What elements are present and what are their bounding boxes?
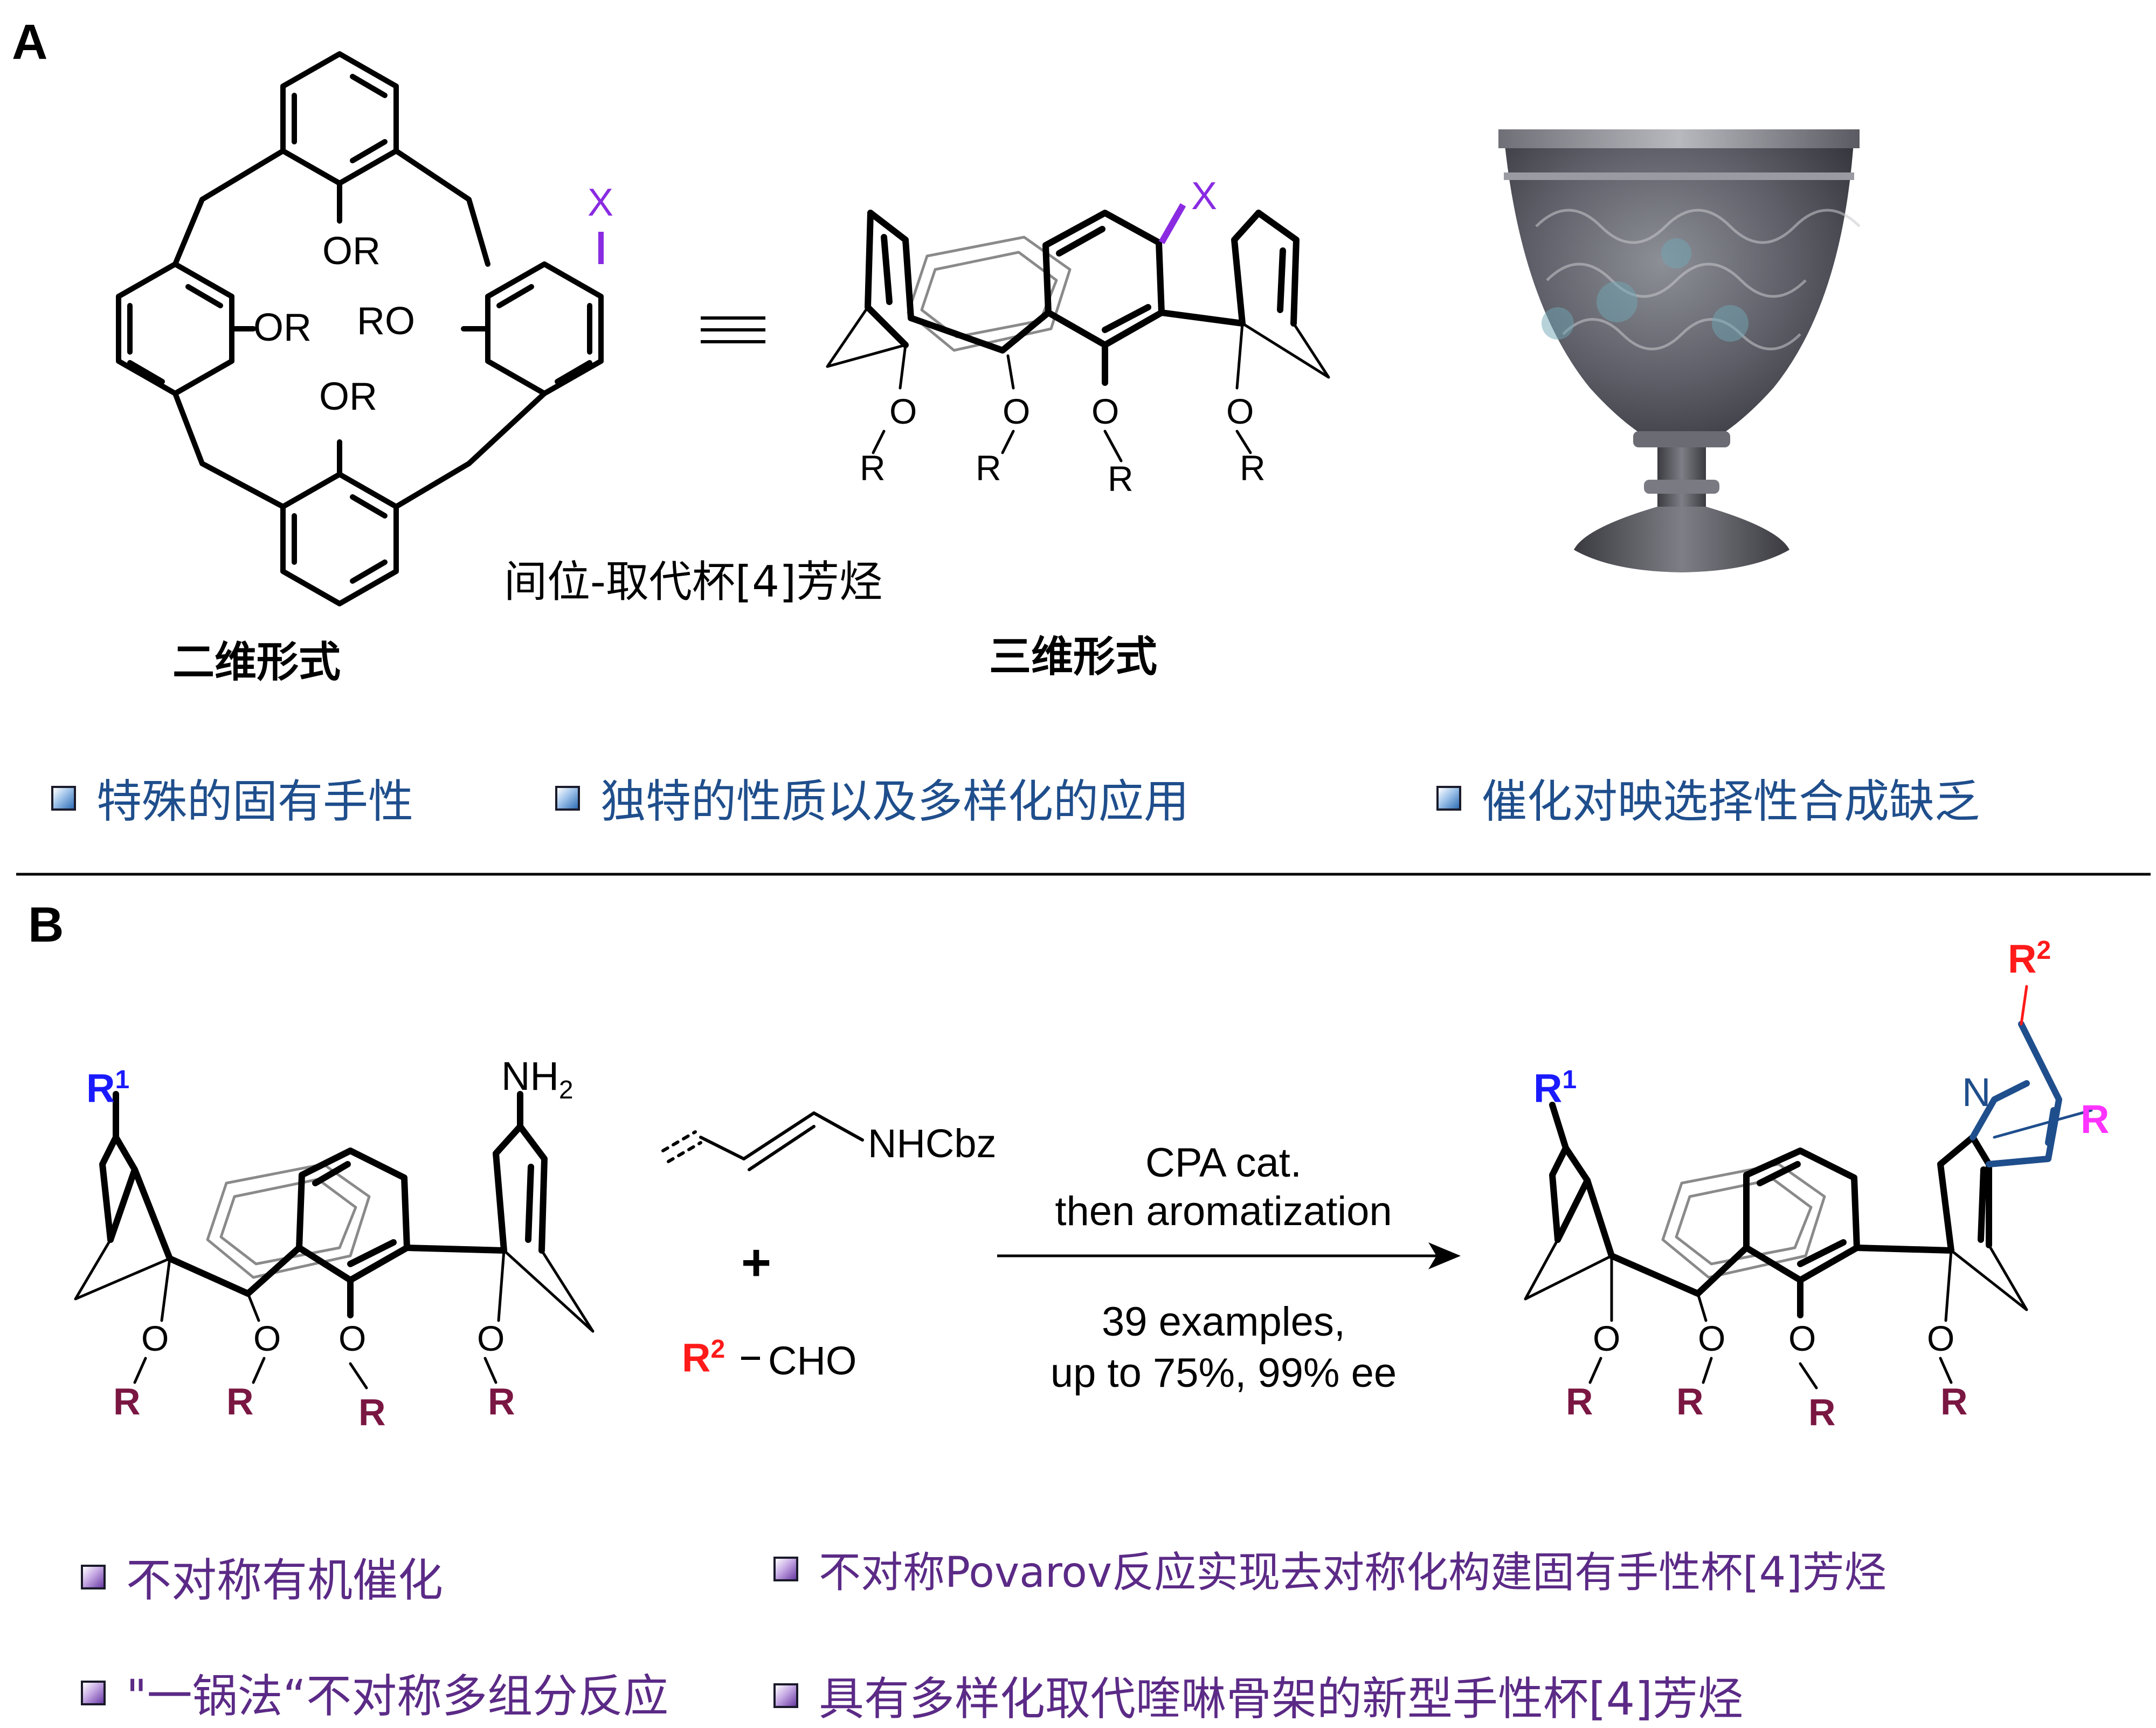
bullet-a-2: 独特的性质以及多样化的应用: [555, 765, 1189, 831]
o-label-b-4: O: [477, 1318, 505, 1358]
dienamine-structure: [661, 1111, 864, 1171]
equivalence-sign: [701, 316, 765, 343]
r1-letter: R: [86, 1066, 115, 1111]
bullet-b-2-text: 不对称Povarov反应实现去对称化构建固有手性杯[4]芳烃: [819, 1549, 1887, 1597]
or-label-left: OR: [253, 306, 312, 349]
r-label-p-3: R: [1808, 1391, 1836, 1433]
bullet-square-icon: [51, 785, 76, 811]
bullet-a-3: 催化对映选择性合成缺乏: [1436, 765, 1980, 831]
condition-line-2: then aromatization: [1055, 1188, 1392, 1234]
cup-photo: [1498, 129, 1861, 572]
bullet-b-1: 不对称有机催化: [81, 1544, 443, 1609]
bullet-b-2: 不对称Povarov反应实现去对称化构建固有手性杯[4]芳烃: [773, 1539, 1887, 1599]
r2-label-reagent: R2: [682, 1337, 725, 1378]
r-label-b-3: R: [358, 1391, 386, 1433]
caption-3d-form: 三维形式: [989, 633, 1158, 681]
calixarene-amine-structure: [74, 1091, 595, 1390]
panel-letter-b: B: [28, 897, 64, 952]
x-label-2d: X: [588, 181, 614, 224]
o-label-p-4: O: [1927, 1318, 1955, 1358]
bullet-b-3-text: "一锅法“不对称多组分反应: [126, 1670, 669, 1723]
cho-label: CHO: [768, 1338, 857, 1383]
bullet-b-1-text: 不对称有机催化: [126, 1554, 444, 1607]
reaction-arrow-icon: [997, 1242, 1461, 1269]
r1-letter-product: R: [1533, 1066, 1563, 1111]
calixarene-title: 间位-取代杯[4]芳烃: [504, 557, 883, 607]
o-label-p-2: O: [1698, 1318, 1726, 1358]
bullet-a-3-text: 催化对映选择性合成缺乏: [1482, 775, 1980, 828]
r-label-3d-4: R: [1240, 448, 1266, 488]
bullet-square-icon: [1436, 785, 1461, 811]
ro-label-right: RO: [357, 300, 415, 343]
calixarene-3d-structure: [826, 210, 1330, 462]
r1-label-start: R1: [86, 1067, 129, 1109]
nhcbz-label: NHCbz: [868, 1121, 997, 1166]
bullet-b-3: "一锅法“不对称多组分反应: [81, 1660, 668, 1725]
r2-superscript-product: 2: [2036, 936, 2051, 965]
calixarene-2d-structure: [116, 51, 604, 606]
bullet-a-1: 特殊的固有手性: [51, 765, 413, 831]
r2-superscript: 2: [710, 1335, 725, 1364]
quinoline-n-label: N: [1962, 1070, 1991, 1115]
x-label-3d: X: [1191, 175, 1218, 218]
r-label-p-4: R: [1940, 1380, 1968, 1422]
o-label-3d-4: O: [1226, 391, 1254, 431]
caption-2d-form: 二维形式: [172, 638, 341, 687]
or-label-top: OR: [322, 230, 381, 273]
bullet-square-icon: [773, 1683, 798, 1708]
condition-line-3: 39 examples,: [1101, 1299, 1346, 1345]
r1-label-product: R1: [1533, 1067, 1577, 1109]
o-label-b-1: O: [141, 1318, 169, 1358]
r2-letter: R: [682, 1335, 711, 1380]
r1-superscript: 1: [115, 1066, 130, 1094]
r-label-b-1: R: [113, 1380, 141, 1422]
calixarene-quinoline-structure: [1524, 985, 2093, 1390]
r2-letter-product: R: [2008, 936, 2037, 981]
r-label-b-4: R: [488, 1380, 515, 1422]
r-label-quinoline: R: [2081, 1097, 2110, 1142]
bullet-a-1-text: 特殊的固有手性: [96, 775, 414, 828]
bullet-b-4-text: 具有多样化取代喹啉骨架的新型手性杯[4]芳烃: [819, 1672, 1743, 1725]
bullet-a-2-text: 独特的性质以及多样化的应用: [600, 775, 1190, 828]
r1-superscript-product: 1: [1562, 1066, 1577, 1094]
r-label-b-2: R: [226, 1380, 254, 1422]
r-label-3d-1: R: [860, 448, 886, 488]
panel-letter-a: A: [12, 15, 48, 70]
x-substituent-bond-3d: [1158, 203, 1186, 244]
o-label-3d-1: O: [889, 391, 917, 431]
bullet-square-icon: [81, 1564, 106, 1589]
r-label-p-2: R: [1676, 1380, 1704, 1422]
nh2-label: NH2: [501, 1056, 573, 1103]
bullet-square-icon: [81, 1680, 106, 1705]
o-label-3d-3: O: [1091, 391, 1120, 431]
condition-line-4: up to 75%, 99% ee: [1050, 1350, 1397, 1396]
condition-line-1: CPA cat.: [1145, 1140, 1302, 1186]
o-label-b-2: O: [253, 1318, 281, 1358]
o-label-p-1: O: [1593, 1318, 1621, 1358]
nh2-text: NH: [501, 1054, 559, 1098]
r-label-3d-3: R: [1108, 459, 1134, 499]
bullet-b-4: 具有多样化取代喹啉骨架的新型手性杯[4]芳烃: [773, 1663, 1743, 1728]
r2-label-product: R2: [2008, 938, 2051, 979]
or-label-bottom: OR: [319, 375, 377, 418]
bullet-square-icon: [555, 785, 580, 811]
r-label-3d-2: R: [976, 448, 1001, 488]
bullet-square-icon: [773, 1557, 798, 1581]
plus-sign: +: [741, 1234, 772, 1291]
o-label-b-3: O: [338, 1318, 367, 1358]
nh2-subscript: 2: [558, 1075, 573, 1104]
o-label-3d-2: O: [1003, 391, 1031, 431]
o-label-p-3: O: [1788, 1318, 1816, 1358]
r-label-p-1: R: [1566, 1380, 1593, 1422]
